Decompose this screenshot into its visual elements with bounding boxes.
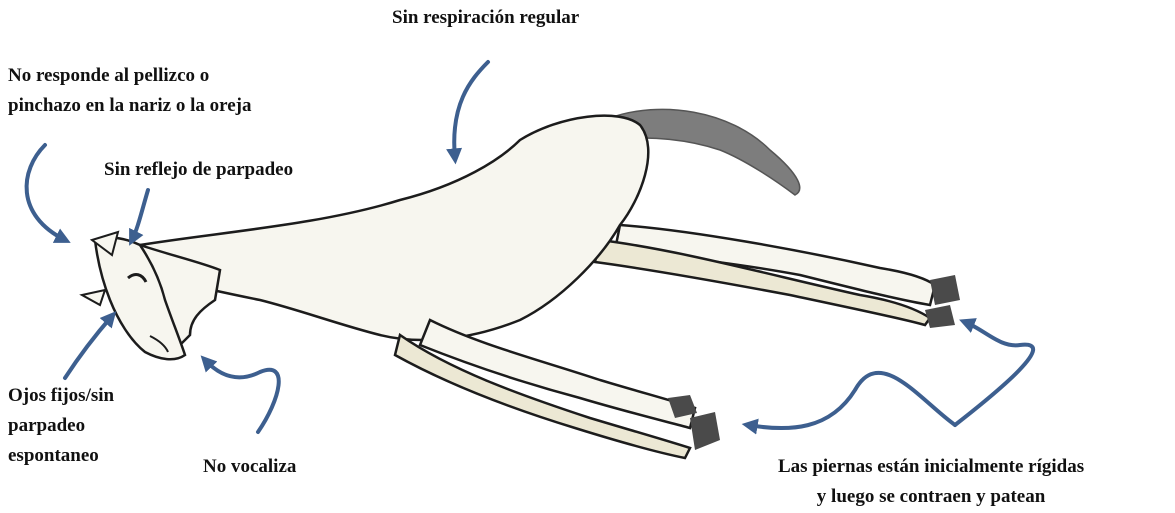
label-text-line-1: Ojos fijos/sin bbox=[8, 381, 114, 411]
horse-ear-back bbox=[82, 290, 105, 305]
label-text-line-2: parpadeo bbox=[8, 411, 114, 441]
label-legs-rigid-then-kick: Las piernas están inicialmente rígidas y… bbox=[778, 452, 1084, 512]
label-fixed-eyes: Ojos fijos/sin parpadeo espontaneo bbox=[8, 381, 114, 471]
hind-hoof-upper bbox=[930, 275, 960, 305]
label-text-line-2: pinchazo en la nariz o la oreja bbox=[8, 91, 251, 121]
label-no-vocalization: No vocaliza bbox=[203, 452, 296, 482]
arrow-eyes bbox=[65, 316, 112, 378]
horse-body bbox=[140, 116, 648, 340]
arrow-legs-upper bbox=[955, 322, 1033, 425]
label-no-pinch-response: No responde al pellizco o pinchazo en la… bbox=[8, 61, 251, 121]
label-text-line-1: No responde al pellizco o bbox=[8, 61, 251, 91]
front-hoof-lower bbox=[690, 412, 720, 450]
hind-hoof-lower bbox=[925, 305, 955, 328]
label-no-blink-reflex: Sin reflejo de parpadeo bbox=[104, 155, 293, 185]
label-no-regular-breathing: Sin respiración regular bbox=[392, 3, 579, 33]
arrow-respiration bbox=[454, 62, 488, 158]
arrow-vocal bbox=[205, 360, 279, 432]
label-text: Sin reflejo de parpadeo bbox=[104, 155, 293, 185]
arrow-blink bbox=[132, 190, 148, 240]
label-text-line-1: Las piernas están inicialmente rígidas bbox=[778, 452, 1084, 482]
label-text: No vocaliza bbox=[203, 452, 296, 482]
arrow-legs-lower bbox=[748, 373, 955, 428]
label-text: Sin respiración regular bbox=[392, 3, 579, 33]
arrow-pinch bbox=[27, 145, 65, 240]
label-text-line-3: espontaneo bbox=[8, 441, 114, 471]
label-text-line-2: y luego se contraen y patean bbox=[778, 482, 1084, 512]
